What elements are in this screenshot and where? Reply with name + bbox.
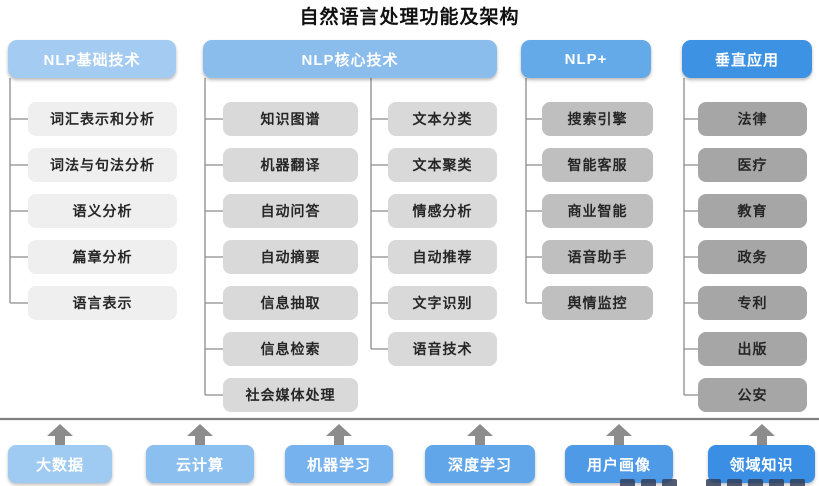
diagram-node: 知识图谱 bbox=[223, 102, 358, 136]
diagram-node: 语义分析 bbox=[28, 194, 177, 228]
col1-connector bbox=[9, 78, 28, 304]
diagram-node: 政务 bbox=[698, 240, 807, 274]
up-arrow-icon bbox=[467, 424, 493, 445]
diagram-node: 自动推荐 bbox=[388, 240, 497, 274]
up-arrow-icon bbox=[47, 424, 73, 445]
diagram-node: 语音技术 bbox=[388, 332, 497, 366]
diagram-node: 专利 bbox=[698, 286, 807, 320]
column-header-vertical-apps: 垂直应用 bbox=[682, 40, 812, 78]
up-arrow-icon bbox=[749, 424, 775, 445]
diagram-node: 公安 bbox=[698, 378, 807, 412]
watermark-fragment bbox=[620, 479, 680, 486]
diagram-node: 语言表示 bbox=[28, 286, 177, 320]
up-arrow-icon bbox=[187, 424, 213, 445]
diagram-node: 语音助手 bbox=[542, 240, 653, 274]
diagram-node: 文本分类 bbox=[388, 102, 497, 136]
diagram-node: 信息抽取 bbox=[223, 286, 358, 320]
diagram-node: 舆情监控 bbox=[542, 286, 653, 320]
watermark-fragment bbox=[706, 479, 816, 486]
column-header-nlp-plus: NLP+ bbox=[521, 40, 651, 78]
up-arrows bbox=[47, 424, 775, 445]
diagram-node: 自动摘要 bbox=[223, 240, 358, 274]
up-arrow-icon bbox=[326, 424, 352, 445]
col4-connector bbox=[683, 78, 698, 396]
diagram-node: 机器翻译 bbox=[223, 148, 358, 182]
foundation-node: 机器学习 bbox=[285, 445, 393, 483]
diagram-node: 自动问答 bbox=[223, 194, 358, 228]
diagram-node: 篇章分析 bbox=[28, 240, 177, 274]
foundation-node: 用户画像 bbox=[565, 445, 673, 483]
diagram-node: 法律 bbox=[698, 102, 807, 136]
foundation-node: 领域知识 bbox=[708, 445, 815, 483]
foundation-node: 大数据 bbox=[8, 445, 112, 483]
diagram-title: 自然语言处理功能及架构 bbox=[299, 7, 520, 28]
diagram-node: 情感分析 bbox=[388, 194, 497, 228]
foundation-node: 云计算 bbox=[146, 445, 254, 483]
diagram-node: 搜索引擎 bbox=[542, 102, 653, 136]
column-header-nlp-core: NLP核心技术 bbox=[203, 40, 497, 78]
diagram-node: 商业智能 bbox=[542, 194, 653, 228]
diagram-node: 信息检索 bbox=[223, 332, 358, 366]
diagram-node: 文本聚类 bbox=[388, 148, 497, 182]
diagram-node: 教育 bbox=[698, 194, 807, 228]
diagram-node: 智能客服 bbox=[542, 148, 653, 182]
diagram-node: 文字识别 bbox=[388, 286, 497, 320]
col2-left-connector bbox=[204, 78, 223, 396]
diagram-node: 词汇表示和分析 bbox=[28, 102, 177, 136]
foundation-node: 深度学习 bbox=[425, 445, 535, 483]
diagram-node: 出版 bbox=[698, 332, 807, 366]
column-header-nlp-basic: NLP基础技术 bbox=[8, 40, 176, 78]
diagram-node: 社会媒体处理 bbox=[223, 378, 358, 412]
diagram-node: 医疗 bbox=[698, 148, 807, 182]
col3-connector bbox=[525, 78, 542, 304]
col2-right-connector bbox=[370, 78, 388, 350]
diagram-node: 词法与句法分析 bbox=[28, 148, 177, 182]
up-arrow-icon bbox=[606, 424, 632, 445]
